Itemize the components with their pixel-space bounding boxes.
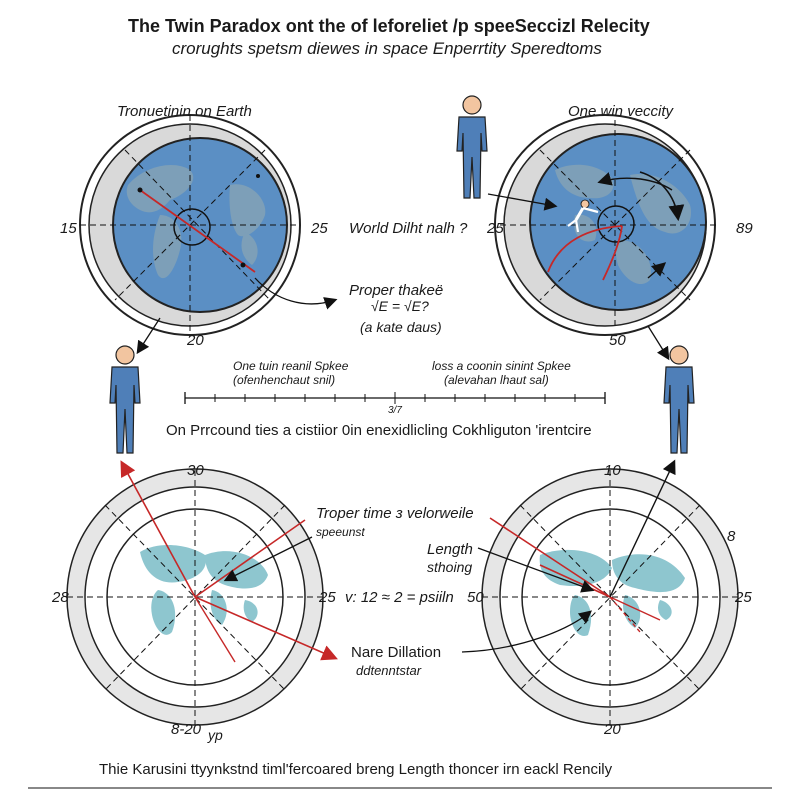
length-annotation: Length <box>427 541 473 558</box>
top-right-tick-right: 89 <box>736 220 753 237</box>
formula-note: (a kate daus) <box>360 319 442 335</box>
globe-top-left <box>79 114 301 336</box>
timeline <box>184 392 606 404</box>
bottom-right-tick-top: 10 <box>604 462 621 479</box>
globe-bottom-left <box>66 460 338 726</box>
person-top-right <box>456 95 488 199</box>
bottom-right-tick-left: 50 <box>467 589 484 606</box>
globe-top-right <box>494 114 720 336</box>
page-subtitle: crorughts spetsm diewes in space Enperrt… <box>172 39 602 58</box>
footer-caption: Thie Karusini ttyynkstnd timl'fercoared … <box>99 761 613 778</box>
velocity-annotation: v: 12 ≈ 2 = psiiln <box>345 589 454 606</box>
timeline-left-title: One tuin reanil Spkee <box>233 359 349 373</box>
middle-caption: On Prrcound ties a cistiior 0in enexidli… <box>166 422 592 439</box>
bottom-left-tick-top: 30 <box>187 462 204 479</box>
top-right-tick-left: 25 <box>487 220 504 237</box>
timeline-left-sub: (ofenhenchaut snil) <box>233 373 336 387</box>
bottom-right-tick-right: 25 <box>735 589 752 606</box>
world-line-label: World Dilht nalh ? <box>349 220 468 237</box>
top-left-tick-left: 15 <box>60 220 77 237</box>
bottom-left-tick-left: 28 <box>52 589 69 606</box>
formula: √E = √E? <box>371 298 429 314</box>
bottom-left-tick-bottom-unit: yp <box>208 727 223 743</box>
top-right-label: One win veccity <box>568 103 674 120</box>
top-right-tick-bottom: 50 <box>609 332 626 349</box>
timeline-center-value: 3/7 <box>388 405 402 416</box>
timeline-right-title: loss a coonin sinint Spkee <box>432 359 571 373</box>
proper-time-annotation-sub: speeunst <box>316 525 365 539</box>
bottom-right-tick-bottom: 20 <box>604 721 621 738</box>
bottom-left-tick-bottom: 8-20 <box>171 721 202 738</box>
globe-bottom-right <box>461 459 739 726</box>
page-title: The Twin Paradox ont the of leforeliet /… <box>128 16 650 36</box>
dilation-annotation-sub: ddtenntstar <box>356 663 422 678</box>
length-annotation-sub: sthoing <box>427 559 473 575</box>
runner-figure <box>567 199 599 233</box>
dilation-annotation: Nare Dillation <box>351 644 442 661</box>
top-left-tick-right: 25 <box>311 220 328 237</box>
top-left-label: Tronuetinin on Earth <box>117 103 252 120</box>
bottom-left-tick-right: 25 <box>319 589 336 606</box>
bottom-right-tick-right-upper: 8 <box>727 528 736 545</box>
timeline-right-sub: (alevahan lhaut sal) <box>444 373 549 387</box>
top-left-tick-bottom: 20 <box>187 332 204 349</box>
person-left <box>109 345 141 454</box>
proper-time-label: Proper thakeë <box>349 282 444 299</box>
person-right <box>663 345 695 454</box>
proper-time-annotation: Troper time з velorweile <box>316 505 474 522</box>
